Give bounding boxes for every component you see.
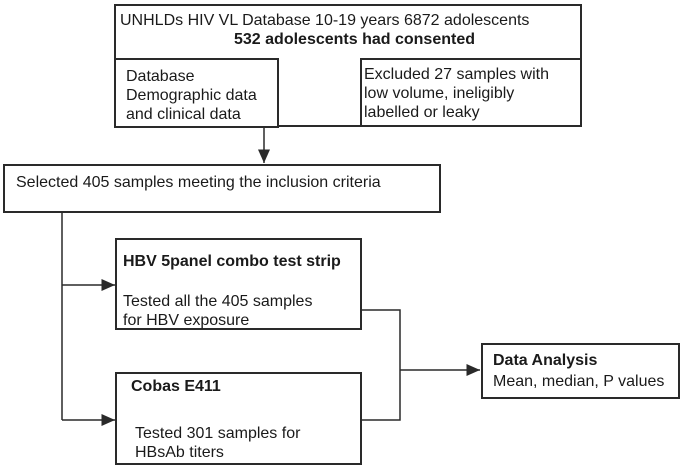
- cobas-line-2: HBsAb titers: [135, 444, 224, 461]
- analysis-title: Data Analysis: [493, 352, 598, 369]
- database-line-2: Demographic data: [126, 87, 257, 104]
- hbv-title: HBV 5panel combo test strip: [123, 253, 341, 270]
- consented-count: 532: [234, 31, 261, 48]
- consented-label: adolescents had consented: [260, 31, 475, 48]
- excluded-line-2: low volume, ineligibly: [364, 85, 515, 102]
- data-analysis-box: Data Analysis Mean, median, P values: [481, 343, 680, 399]
- excluded-line-3: labelled or leaky: [364, 104, 480, 121]
- cobas-box: Cobas E411 Tested 301 samples for HBsAb …: [115, 372, 362, 465]
- hbv-line-2: for HBV exposure: [123, 312, 250, 329]
- selected-box: Selected 405 samples meeting the inclusi…: [3, 164, 441, 213]
- excluded-box: Excluded 27 samples with low volume, ine…: [360, 58, 582, 127]
- excluded-line-1: Excluded 27 samples with: [364, 66, 549, 83]
- cobas-title: Cobas E411: [131, 378, 221, 395]
- database-line-1: Database: [126, 68, 195, 85]
- hbv-line-1: Tested all the 405 samples: [123, 293, 313, 310]
- database-box: Database Demographic data and clinical d…: [114, 58, 279, 128]
- cobas-line-1: Tested 301 samples for: [135, 425, 301, 442]
- selected-text: Selected 405 samples meeting the inclusi…: [16, 174, 381, 191]
- database-line-3: and clinical data: [126, 106, 241, 123]
- analysis-text: Mean, median, P values: [493, 373, 665, 390]
- top-box-line1: UNHLDs HIV VL Database 10-19 years 6872 …: [120, 12, 530, 29]
- top-box-line2: 532 adolescents had consented: [234, 30, 475, 49]
- hbv-test-box: HBV 5panel combo test strip Tested all t…: [115, 238, 362, 330]
- merge-line-from-hbv: [362, 309, 401, 421]
